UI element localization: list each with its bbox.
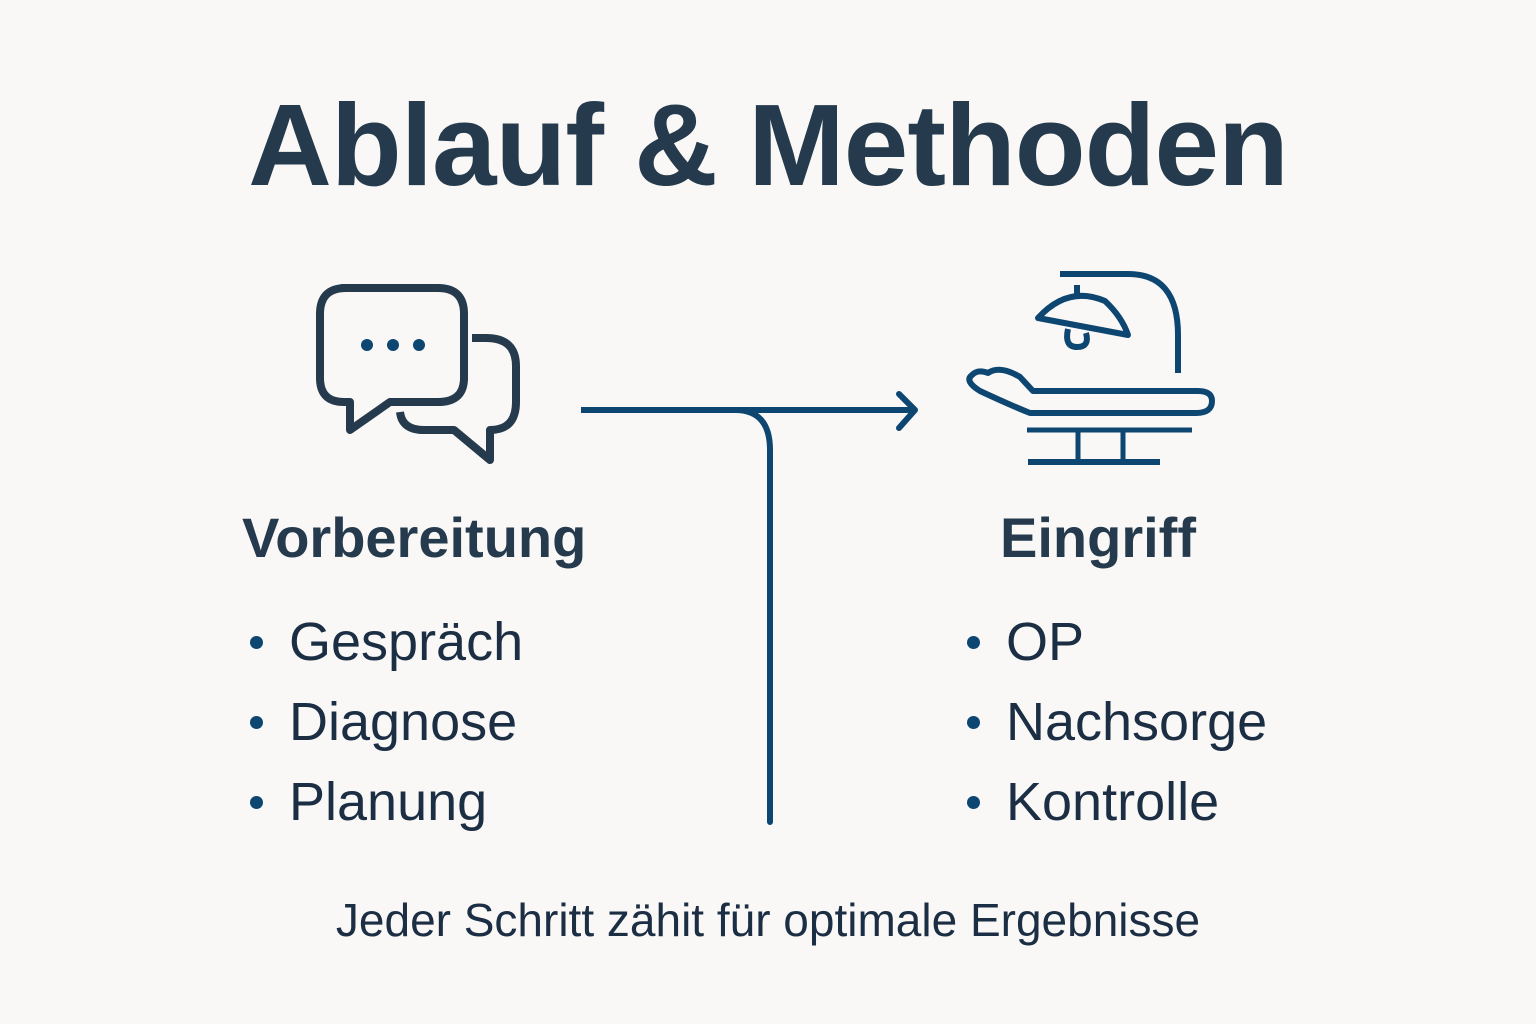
vorbereitung-list: Gespräch Diagnose Planung bbox=[250, 602, 523, 842]
column-heading-vorbereitung: Vorbereitung bbox=[242, 506, 587, 569]
list-item: Gespräch bbox=[250, 602, 523, 682]
branch-arrow-icon bbox=[575, 390, 935, 830]
bullet-icon bbox=[250, 635, 263, 649]
list-item: Nachsorge bbox=[967, 682, 1267, 762]
list-item: Kontrolle bbox=[967, 762, 1267, 842]
bullet-icon bbox=[967, 635, 980, 649]
page-title: Ablauf & Methoden bbox=[248, 80, 1289, 210]
list-item: Planung bbox=[250, 762, 523, 842]
operating-table-icon bbox=[960, 265, 1220, 475]
footer-tagline: Jeder Schritt zähit für optimale Ergebni… bbox=[335, 894, 1201, 946]
chat-bubbles-icon bbox=[310, 280, 530, 470]
bullet-icon bbox=[967, 715, 980, 729]
column-heading-eingriff: Eingriff bbox=[1000, 506, 1196, 569]
list-item: OP bbox=[967, 602, 1267, 682]
eingriff-list: OP Nachsorge Kontrolle bbox=[967, 602, 1267, 842]
bullet-icon bbox=[250, 715, 263, 729]
bullet-icon bbox=[967, 795, 980, 809]
list-item: Diagnose bbox=[250, 682, 523, 762]
bullet-icon bbox=[250, 795, 263, 809]
